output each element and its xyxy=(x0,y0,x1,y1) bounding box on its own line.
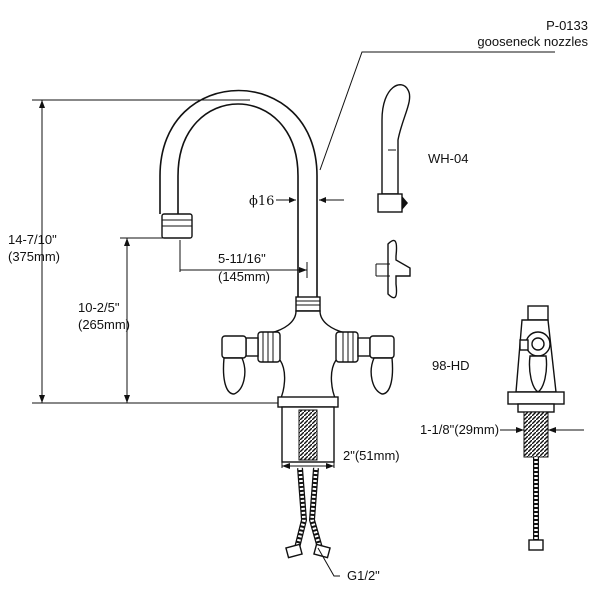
hole-dim-label: 1-1/8"(29mm) xyxy=(420,422,499,437)
gooseneck-callout: P-0133 gooseneck nozzles xyxy=(319,18,588,171)
side-view-detail: 98-HD xyxy=(432,305,565,551)
height-inch-label: 14-7/10" xyxy=(8,232,57,247)
connection-label: G1/2" xyxy=(347,568,380,583)
spout-height-mm-label: (265mm) xyxy=(78,317,130,332)
threaded-shank xyxy=(281,406,335,468)
spout-height-inch-label: 10-2/5" xyxy=(78,300,120,315)
diameter-dimension: ϕ16 xyxy=(249,194,344,209)
handle-code-label: WH-04 xyxy=(428,151,468,166)
height-dimension: 14-7/10" (375mm) xyxy=(8,99,290,404)
wrist-handle-detail: WH-04 xyxy=(375,84,468,299)
connection-callout: G1/2" xyxy=(317,547,380,583)
supply-hoses xyxy=(285,467,331,559)
part-code-label: P-0133 xyxy=(546,18,588,33)
hole-dimension: 1-1/8"(29mm) xyxy=(420,422,584,437)
part-desc-label: gooseneck nozzles xyxy=(477,34,588,49)
right-lever-handle xyxy=(357,335,395,395)
reach-inch-label: 5-11/16" xyxy=(218,251,266,266)
reach-mm-label: (145mm) xyxy=(218,269,270,284)
gooseneck-spout xyxy=(159,89,318,298)
faucet-body xyxy=(257,296,359,408)
model-code-label: 98-HD xyxy=(432,358,470,373)
spout-height-dimension: 10-2/5" (265mm) xyxy=(78,237,165,403)
shank-width-dimension: 2"(51mm) xyxy=(282,448,400,469)
left-lever-handle xyxy=(221,335,259,395)
shank-width-label: 2"(51mm) xyxy=(343,448,400,463)
reach-dimension: 5-11/16" (145mm) xyxy=(179,240,308,284)
height-mm-label: (375mm) xyxy=(8,249,60,264)
diameter-label: ϕ16 xyxy=(249,194,274,209)
